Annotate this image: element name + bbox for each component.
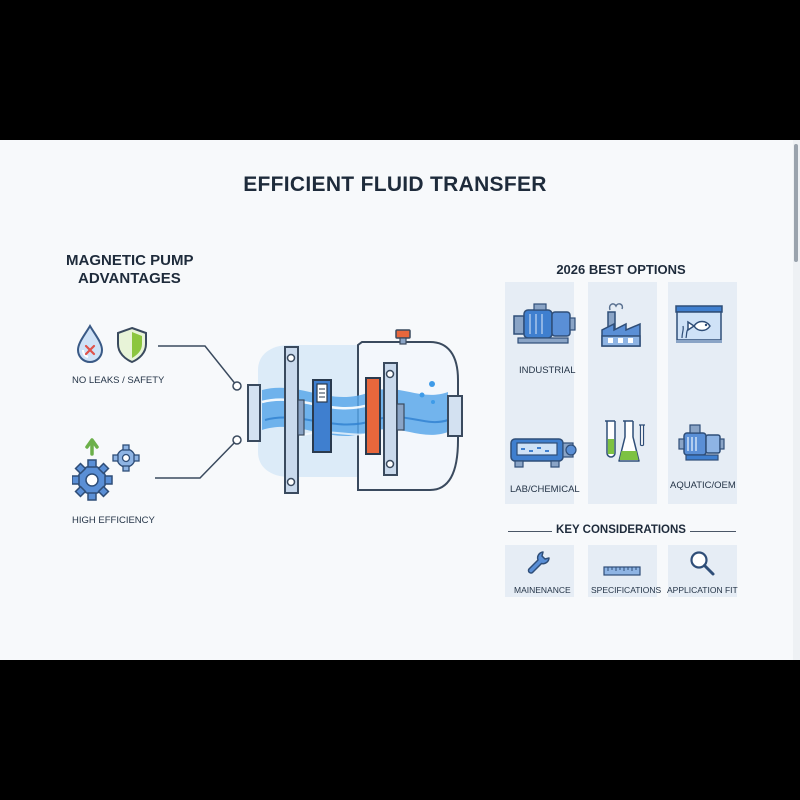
gears-arrow-icon xyxy=(72,438,140,501)
flange-plate-left xyxy=(284,346,299,494)
infographic-canvas: EFFICIENT FLUID TRANSFER MAGNETIC PUMP A… xyxy=(0,140,800,660)
magnifier-icon xyxy=(690,551,715,576)
advantages-title-line1: MAGNETIC PUMP xyxy=(66,252,194,269)
scrollbar[interactable] xyxy=(793,140,800,660)
factory-icon xyxy=(601,303,641,347)
advantages-title-line2: ADVANTAGES xyxy=(78,270,181,287)
specifications-label: SPECIFICATIONS xyxy=(591,585,662,595)
flange-plate-right xyxy=(383,362,398,476)
lab-chemical-label: LAB/CHEMICAL xyxy=(510,484,580,495)
impeller xyxy=(365,377,381,455)
aquatic-oem-label: AQUATIC/OEM xyxy=(670,480,736,491)
shield-icon xyxy=(117,326,147,364)
ruler-icon xyxy=(603,566,641,576)
industrial-label: INDUSTRIAL xyxy=(519,365,576,376)
option-column-2 xyxy=(588,282,657,504)
no-leaks-label: NO LEAKS / SAFETY xyxy=(72,375,165,386)
connector-lines xyxy=(155,345,238,479)
compact-pump-icon xyxy=(678,424,725,461)
water-drop-icon xyxy=(76,324,104,363)
industrial-pump-icon xyxy=(513,303,576,344)
page-title: EFFICIENT FLUID TRANSFER xyxy=(243,173,547,196)
outlet-flange xyxy=(447,395,463,437)
scrollbar-thumb[interactable] xyxy=(794,144,798,262)
high-efficiency-label: HIGH EFFICIENCY xyxy=(72,515,155,526)
magnetic-pump-diagram xyxy=(155,329,463,494)
application-fit-label: APPLICATION FIT xyxy=(667,585,738,595)
best-options-title: 2026 BEST OPTIONS xyxy=(556,262,686,277)
top-valve xyxy=(395,329,411,339)
divider-right xyxy=(690,531,736,532)
flasks-icon xyxy=(605,420,645,462)
maintenance-label: MAINENANCE xyxy=(514,585,571,595)
advantages-title: MAGNETIC PUMP ADVANTAGES xyxy=(66,252,226,288)
lab-pump-icon xyxy=(510,438,577,468)
aquarium-icon xyxy=(675,305,723,343)
key-considerations-title: KEY CONSIDERATIONS xyxy=(556,524,686,536)
wrench-icon xyxy=(527,551,550,574)
inlet-flange xyxy=(247,384,261,442)
divider-left xyxy=(508,531,552,532)
